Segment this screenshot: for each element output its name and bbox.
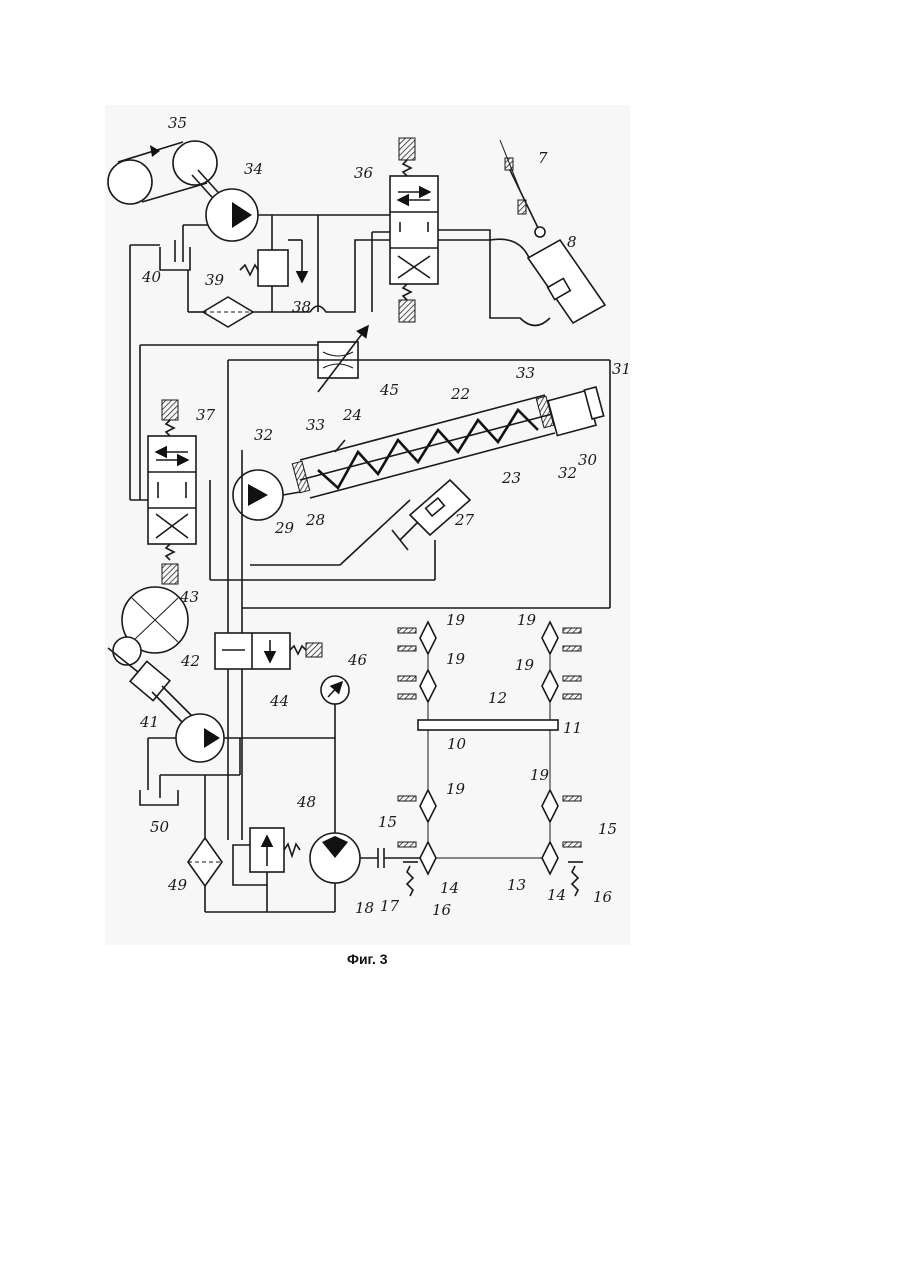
label-37: 37 bbox=[196, 406, 216, 424]
label-14-b: 14 bbox=[547, 886, 566, 904]
label-31: 31 bbox=[612, 360, 631, 378]
label-49: 49 bbox=[167, 876, 188, 894]
label-34: 34 bbox=[244, 160, 263, 178]
label-24: 24 bbox=[342, 406, 362, 424]
pump-34 bbox=[206, 189, 258, 241]
label-19-e: 19 bbox=[515, 656, 535, 674]
label-33-left: 33 bbox=[306, 416, 325, 434]
label-42: 42 bbox=[180, 652, 200, 670]
label-19-b: 19 bbox=[446, 650, 466, 668]
label-28: 28 bbox=[305, 511, 325, 529]
label-19-f: 19 bbox=[530, 766, 550, 784]
label-39: 39 bbox=[205, 271, 225, 289]
label-35: 35 bbox=[168, 114, 187, 132]
label-27: 27 bbox=[454, 511, 475, 529]
label-33-right: 33 bbox=[516, 364, 535, 382]
label-32-left: 32 bbox=[254, 426, 273, 444]
label-14-a: 14 bbox=[440, 879, 459, 897]
label-11: 11 bbox=[563, 719, 582, 737]
label-16-a: 16 bbox=[432, 901, 452, 919]
label-15-a: 15 bbox=[378, 813, 397, 831]
label-40: 40 bbox=[141, 268, 162, 286]
label-19-d: 19 bbox=[517, 611, 537, 629]
label-13: 13 bbox=[507, 876, 526, 894]
label-19-c: 19 bbox=[446, 780, 466, 798]
label-7: 7 bbox=[538, 149, 548, 167]
label-46: 46 bbox=[347, 651, 368, 669]
label-29: 29 bbox=[274, 519, 295, 537]
label-17: 17 bbox=[380, 897, 400, 915]
label-23: 23 bbox=[501, 469, 521, 487]
label-48: 48 bbox=[296, 793, 316, 811]
label-36: 36 bbox=[354, 164, 374, 182]
label-38: 38 bbox=[292, 298, 311, 316]
label-16-b: 16 bbox=[593, 888, 613, 906]
label-32-right: 32 bbox=[558, 464, 577, 482]
label-41: 41 bbox=[139, 713, 159, 731]
label-18: 18 bbox=[355, 899, 374, 917]
figure-caption: Фиг. 3 bbox=[347, 951, 388, 967]
label-45: 45 bbox=[379, 381, 399, 399]
label-50: 50 bbox=[150, 818, 170, 836]
label-43: 43 bbox=[179, 588, 199, 606]
label-30: 30 bbox=[578, 451, 598, 469]
label-19-a: 19 bbox=[446, 611, 466, 629]
label-15-b: 15 bbox=[598, 820, 617, 838]
label-10: 10 bbox=[447, 735, 467, 753]
label-8: 8 bbox=[567, 233, 577, 251]
label-22: 22 bbox=[450, 385, 470, 403]
label-44: 44 bbox=[269, 692, 289, 710]
label-12: 12 bbox=[488, 689, 507, 707]
